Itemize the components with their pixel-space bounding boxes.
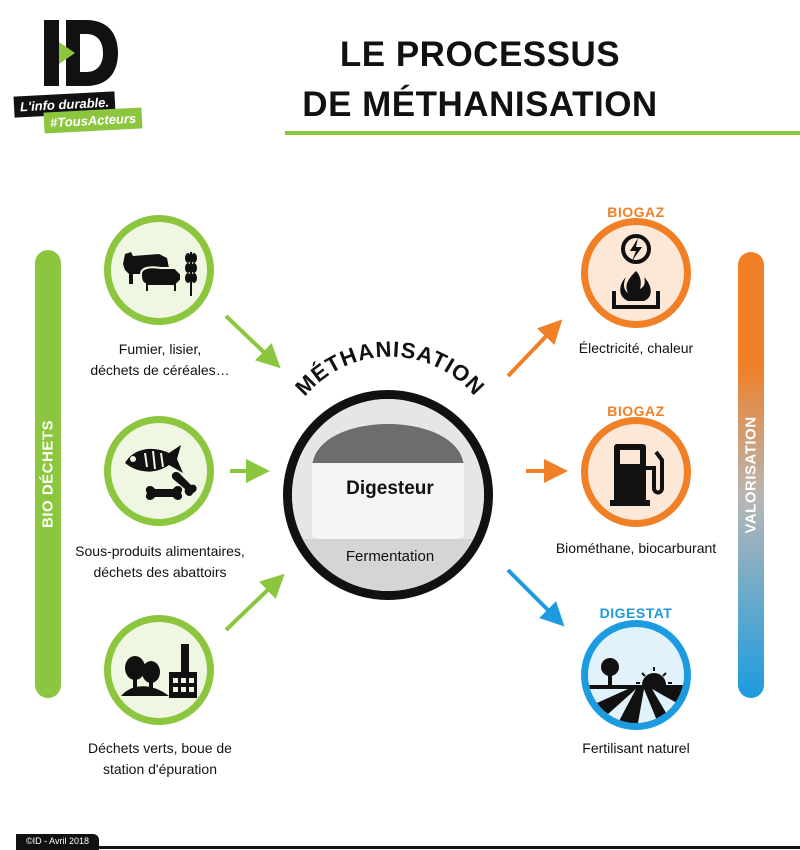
title-underline — [285, 131, 800, 135]
footer-copyright: ©ID - Avril 2018 — [16, 834, 99, 850]
field-sun-icon — [588, 658, 684, 723]
arrow-output-3 — [506, 568, 565, 627]
input-caption-2: Sous-produits alimentaires, déchets des … — [75, 543, 245, 580]
fuel-pump-icon — [610, 444, 664, 506]
input-circle-2 — [104, 416, 214, 526]
page-title: LE PROCESSUS DE MÉTHANISATION — [280, 30, 680, 130]
footer-line — [16, 846, 800, 849]
methanisation-arc: MÉTHANISATION — [290, 336, 489, 400]
lightning-fire-icon — [612, 234, 660, 309]
output-badge-2: BIOGAZ — [607, 403, 665, 419]
output-circle-2 — [581, 417, 691, 527]
cow-pig-wheat-icon — [123, 252, 197, 296]
arrow-output-1 — [506, 319, 563, 378]
valorisation-bar — [738, 252, 764, 698]
output-caption-3: Fertilisant naturel — [582, 740, 690, 756]
digester-icon — [292, 399, 484, 591]
input-circle-3 — [104, 615, 214, 725]
bio-dechets-bar — [35, 250, 61, 698]
title-line-1: LE PROCESSUS — [339, 35, 621, 74]
output-circle-1 — [581, 218, 691, 328]
arrow-input-3 — [224, 573, 285, 632]
fish-bone-icon — [125, 445, 197, 500]
id-logo — [44, 18, 120, 88]
output-caption-2: Biométhane, biocarburant — [555, 540, 717, 556]
trees-factory-icon — [121, 644, 197, 698]
input-circle-1 — [104, 215, 214, 325]
output-circle-3 — [581, 620, 691, 730]
arrow-input-1 — [224, 314, 281, 369]
output-caption-1: Électricité, chaleur — [578, 340, 694, 356]
title-line-2: DE MÉTHANISATION — [302, 85, 658, 124]
output-badge-3: DIGESTAT — [599, 605, 673, 621]
output-badge-1: BIOGAZ — [607, 204, 665, 220]
input-caption-3: Déchets verts, boue de station d'épurati… — [88, 740, 232, 777]
digester-label: Digesteur — [346, 478, 434, 499]
fermentation-label: Fermentation — [345, 548, 435, 565]
input-caption-1: Fumier, lisier, déchets de céréales… — [90, 341, 230, 378]
